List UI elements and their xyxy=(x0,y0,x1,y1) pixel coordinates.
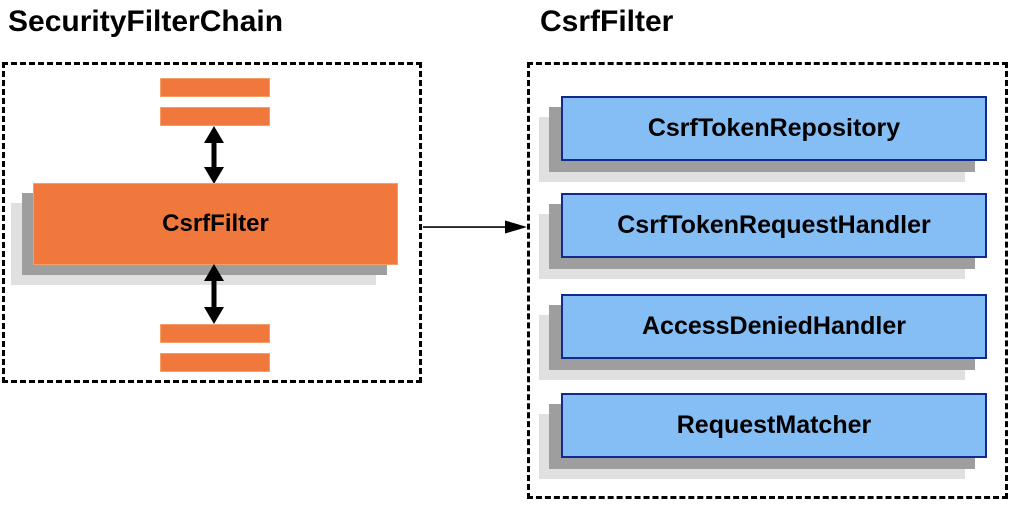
chain-filter-bar-top-2 xyxy=(160,107,270,126)
security-filter-chain-container xyxy=(2,62,422,383)
component-box-access-denied-handler: AccessDeniedHandler xyxy=(561,294,987,359)
csrf-filter-box: CsrfFilter xyxy=(33,183,398,265)
double-headed-vertical-arrow-icon xyxy=(204,264,224,324)
left-panel-title: SecurityFilterChain xyxy=(8,5,284,38)
chain-filter-bar-bottom-1 xyxy=(160,324,270,343)
double-headed-vertical-arrow-icon xyxy=(204,126,224,184)
right-arrow-icon xyxy=(423,220,527,234)
component-box-request-matcher: RequestMatcher xyxy=(561,393,987,458)
chain-filter-bar-top-1 xyxy=(160,78,270,97)
right-panel-title: CsrfFilter xyxy=(540,5,674,38)
component-box-csrf-token-repository: CsrfTokenRepository xyxy=(561,96,987,161)
component-box-csrf-token-request-handler: CsrfTokenRequestHandler xyxy=(561,193,987,258)
chain-filter-bar-bottom-2 xyxy=(160,353,270,372)
csrf-filter-container xyxy=(527,62,1008,499)
